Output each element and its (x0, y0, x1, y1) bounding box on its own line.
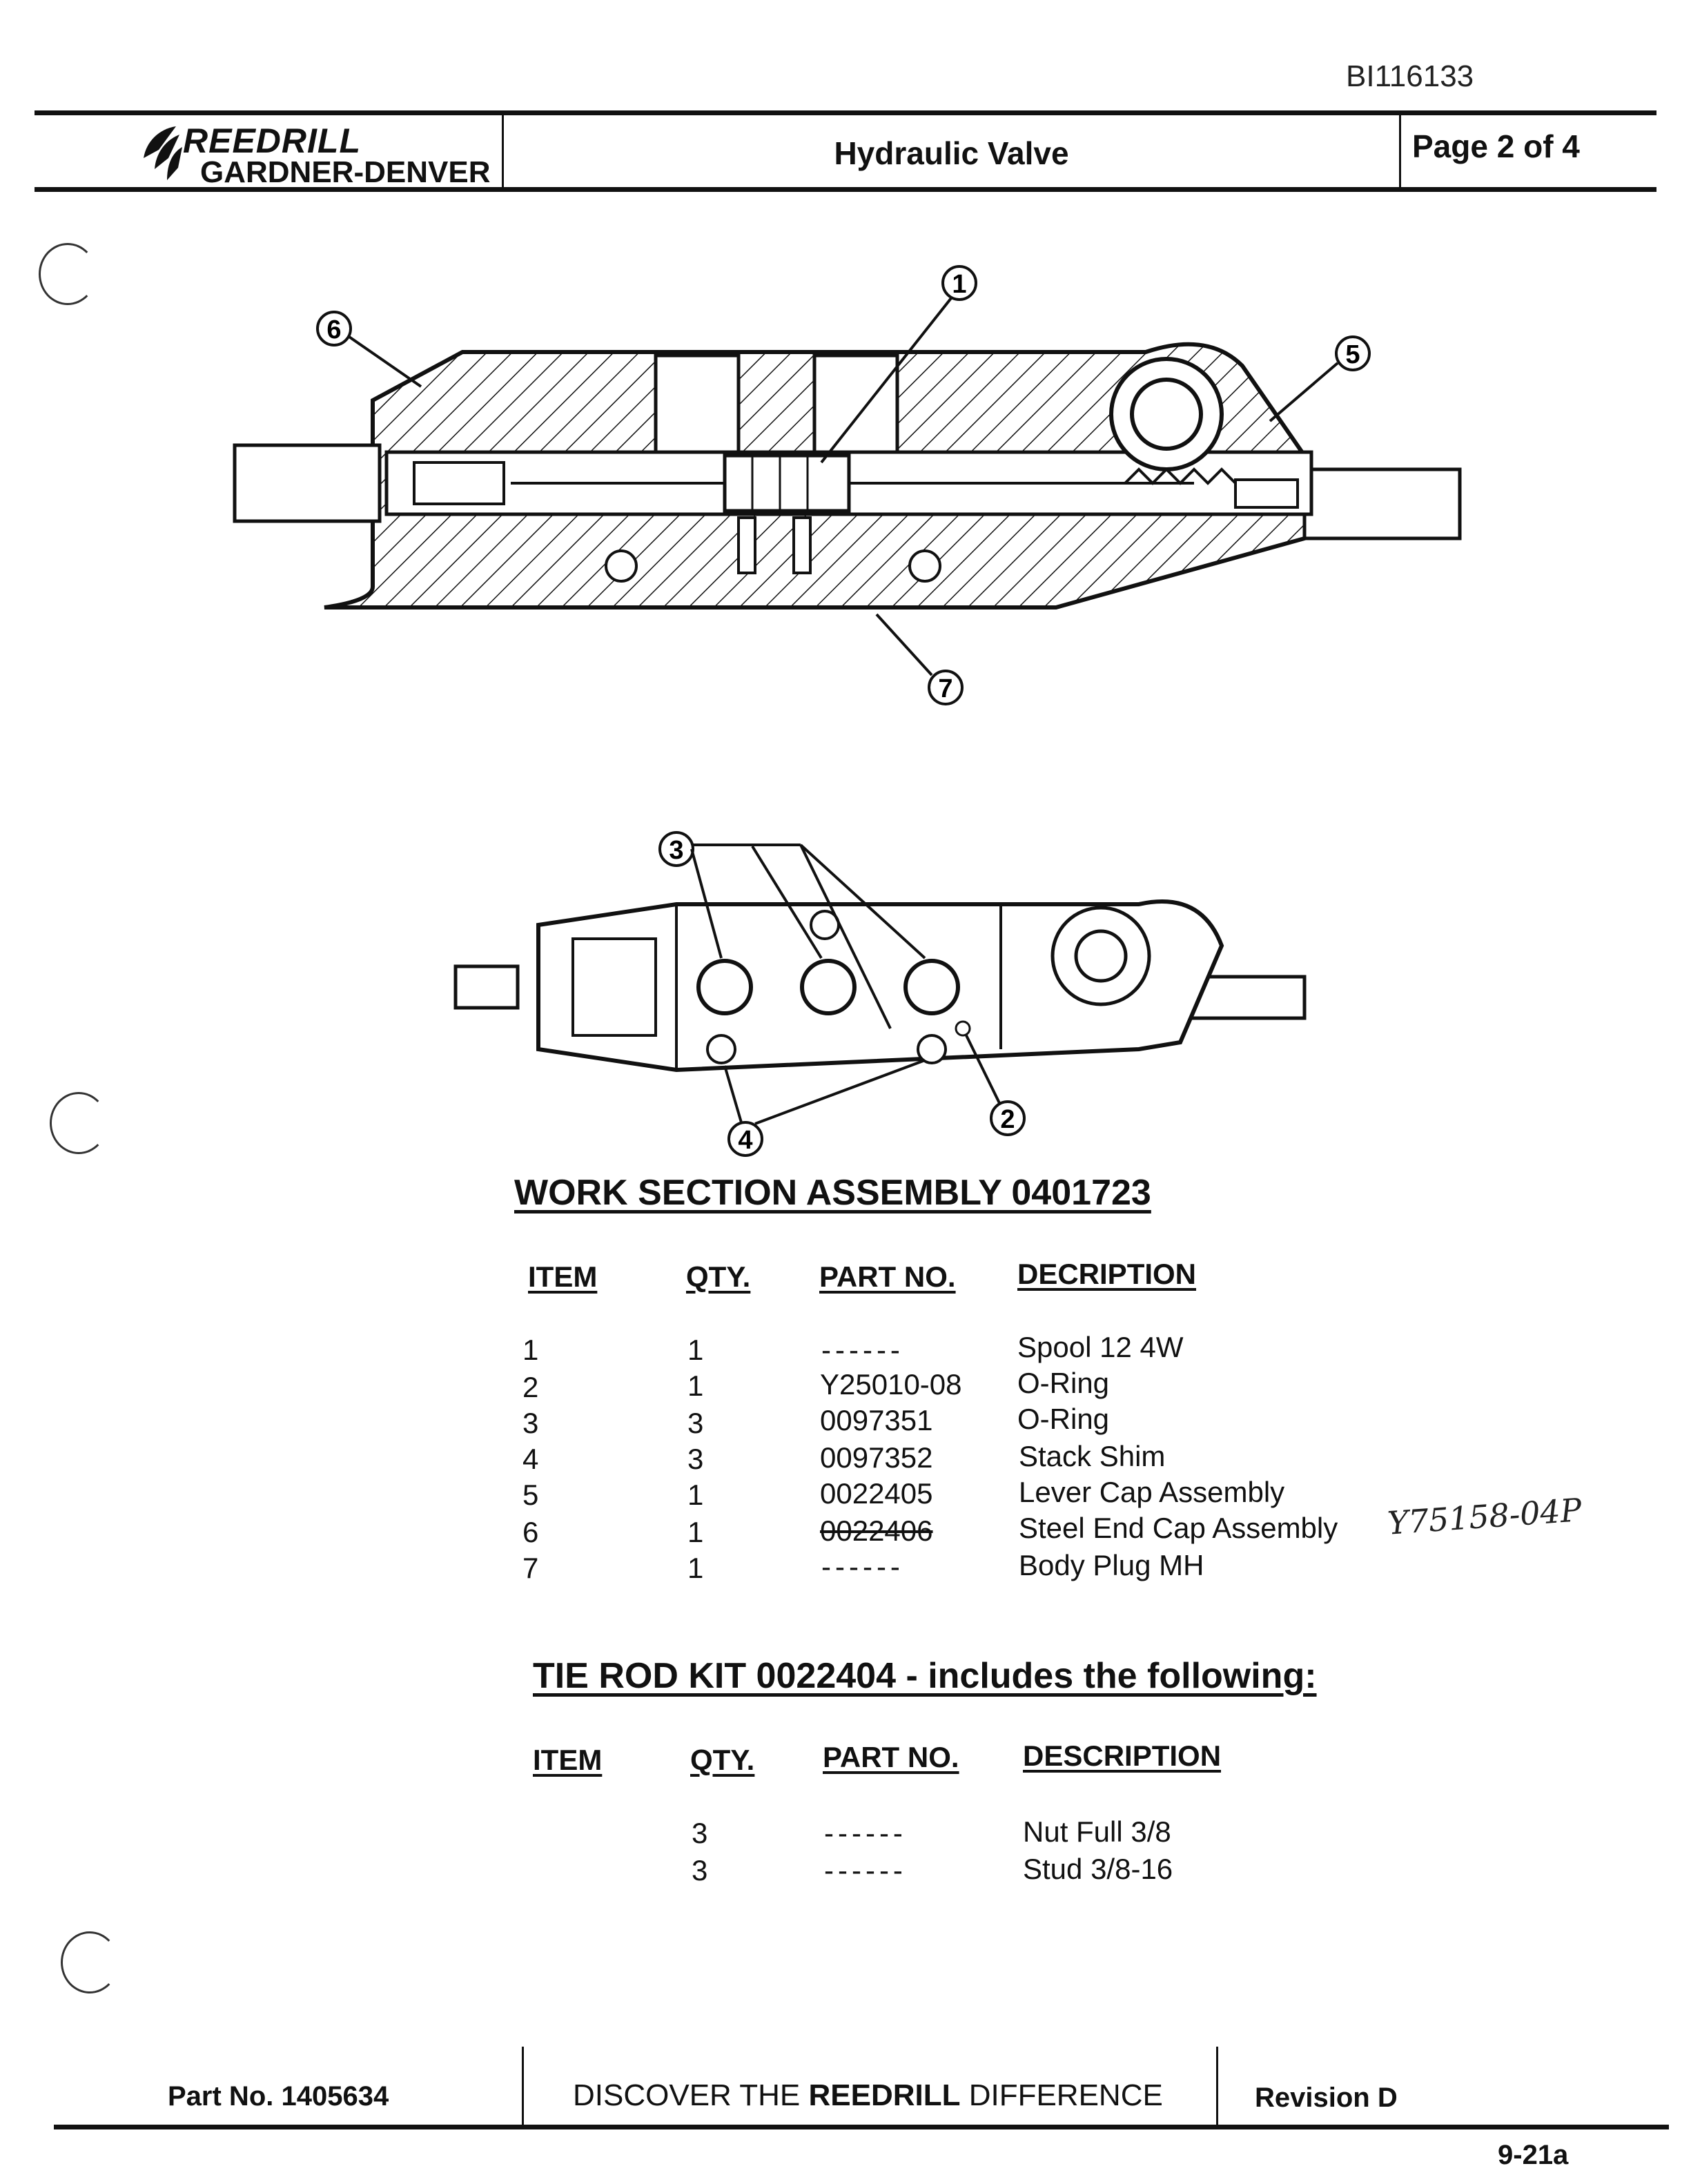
kit-row1-desc: Nut Full 3/8 (1023, 1815, 1171, 1848)
footer-divider-left (522, 2047, 524, 2129)
row4-part: 0097352 (820, 1441, 933, 1474)
callout-4: 4 (738, 1126, 752, 1155)
binder-hole-top (39, 243, 97, 305)
row5-qty: 1 (687, 1479, 704, 1511)
row1-item: 1 (522, 1334, 539, 1366)
page-cell: Page 2 of 4 (1401, 115, 1656, 187)
document-id: BI116133 (1346, 59, 1474, 93)
row6-desc: Steel End Cap Assembly (1019, 1512, 1338, 1544)
row4-qty: 3 (687, 1443, 704, 1475)
row1-qty: 1 (687, 1334, 704, 1366)
slogan-prefix: DISCOVER THE (573, 2078, 809, 2112)
footer-revision: Revision D (1255, 2083, 1398, 2113)
row2-qty: 1 (687, 1369, 704, 1402)
row3-qty: 3 (687, 1407, 704, 1439)
row3-item: 3 (522, 1407, 539, 1439)
callout-7: 7 (938, 674, 952, 703)
kit-row1-qty: 3 (692, 1817, 708, 1849)
row6-part-crossed-out: 0022406 (820, 1514, 933, 1547)
kit-col-header-qty: QTY. (690, 1744, 755, 1776)
page-number: Page 2 of 4 (1412, 128, 1580, 164)
callout-6: 6 (326, 315, 341, 344)
callouts-section-view: 1 6 5 7 (316, 265, 1371, 705)
row5-desc: Lever Cap Assembly (1019, 1476, 1285, 1508)
slogan-brand: REEDRILL (808, 2078, 961, 2112)
callout-3: 3 (669, 836, 683, 865)
row7-item: 7 (522, 1552, 539, 1584)
row7-qty: 1 (687, 1552, 704, 1584)
callouts-exterior-view: 3 4 2 (658, 831, 1026, 1157)
col-header-qty: QTY. (686, 1260, 751, 1293)
callout-1: 1 (952, 270, 966, 299)
row2-part: Y25010-08 (820, 1368, 962, 1401)
row7-desc: Body Plug MH (1019, 1549, 1204, 1581)
slogan-suffix: DIFFERENCE (960, 2078, 1163, 2112)
page-title: Hydraulic Valve (834, 135, 1069, 171)
kit-col-header-item: ITEM (533, 1744, 603, 1776)
tie-rod-kit-title: TIE ROD KIT 0022404 - includes the follo… (533, 1656, 1317, 1696)
footer-part-number: Part No. 1405634 (168, 2081, 389, 2112)
row1-part: ------ (821, 1334, 904, 1366)
row2-item: 2 (522, 1371, 539, 1403)
footer-slogan: DISCOVER THE REEDRILL DIFFERENCE (573, 2078, 1163, 2113)
callout-5: 5 (1345, 340, 1360, 369)
handwritten-replacement-part: Y75158-04P (1386, 1491, 1583, 1542)
row7-part: ------ (821, 1550, 904, 1583)
valve-exterior-diagram: 3 4 2 (453, 831, 1307, 1157)
row6-item: 6 (522, 1516, 539, 1548)
valve-body-exterior (453, 899, 1307, 1073)
row3-part: 0097351 (820, 1404, 933, 1436)
kit-row2-part: ------ (824, 1854, 907, 1886)
row3-desc: O-Ring (1017, 1403, 1110, 1435)
brand-name-top: REEDRILL (183, 121, 361, 160)
row4-item: 4 (522, 1443, 539, 1475)
col-header-part-no: PART NO. (819, 1260, 956, 1293)
row4-desc: Stack Shim (1019, 1440, 1166, 1472)
binder-hole-middle (50, 1092, 108, 1154)
col-header-item: ITEM (528, 1260, 598, 1293)
row1-desc: Spool 12 4W (1017, 1331, 1184, 1363)
binder-hole-bottom (61, 1931, 119, 1993)
callout-2: 2 (1000, 1105, 1015, 1134)
kit-row2-desc: Stud 3/8-16 (1023, 1853, 1173, 1885)
work-section-title: WORK SECTION ASSEMBLY 0401723 (514, 1173, 1151, 1213)
col-header-description: DECRIPTION (1017, 1258, 1197, 1290)
kit-col-header-part-no: PART NO. (823, 1741, 959, 1773)
kit-row1-part: ------ (824, 1817, 907, 1849)
row5-part: 0022405 (820, 1477, 933, 1510)
kit-row2-qty: 3 (692, 1854, 708, 1886)
kit-col-header-description: DESCRIPTION (1023, 1739, 1222, 1772)
row2-desc: O-Ring (1017, 1367, 1110, 1399)
valve-section-diagram: 1 6 5 7 (233, 265, 1462, 705)
brand-name-bottom: GARDNER-DENVER (200, 155, 491, 189)
document-header: REEDRILL GARDNER-DENVER Hydraulic Valve … (35, 110, 1656, 192)
page-code: 9-21a (1498, 2140, 1569, 2170)
title-cell: Hydraulic Valve (504, 115, 1401, 187)
brand-logo: REEDRILL GARDNER-DENVER (35, 115, 504, 189)
footer-divider-right (1216, 2047, 1218, 2129)
document-footer: Part No. 1405634 DISCOVER THE REEDRILL D… (54, 2047, 1669, 2129)
reedrill-logo-icon (144, 126, 182, 180)
valve-body-section (233, 342, 1462, 610)
row6-qty: 1 (687, 1516, 704, 1548)
row5-item: 5 (522, 1479, 539, 1511)
